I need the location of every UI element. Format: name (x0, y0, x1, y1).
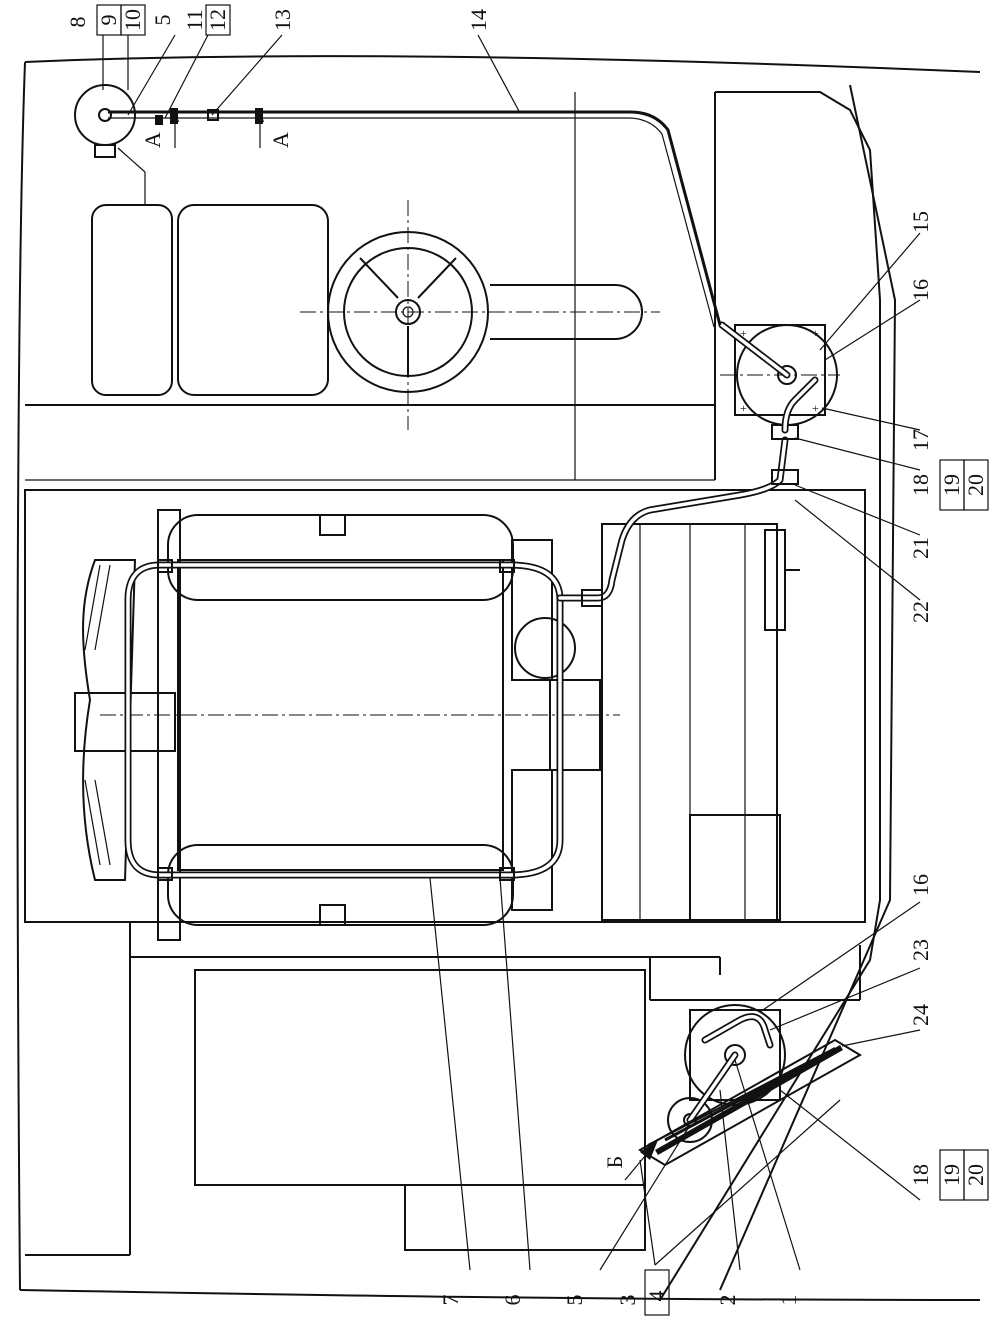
callout-6: 6 (500, 1295, 525, 1306)
callout-box-4 (644, 1269, 670, 1316)
callout-7: 7 (438, 1295, 463, 1306)
callout-9: 9 (96, 15, 121, 26)
svg-text:+: + (812, 326, 819, 340)
callout-8: 8 (65, 17, 90, 28)
pump-assembly-bottom (667, 814, 786, 1143)
callout-3: 3 (615, 1295, 640, 1306)
callout-18-top: 18 (908, 474, 933, 496)
callout-21: 21 (908, 537, 933, 559)
callout-5-bottom: 5 (562, 1295, 587, 1306)
callout-10: 10 (120, 9, 145, 31)
callout-5-top: 5 (150, 15, 175, 26)
callout-23: 23 (908, 939, 933, 961)
callout-11: 11 (182, 9, 207, 30)
callout-box-10 (120, 4, 146, 36)
callout-16-top: 16 (908, 279, 933, 301)
section-a-left: A (140, 132, 165, 148)
steering-wheel (300, 200, 660, 430)
callout-box-20-top (963, 459, 989, 511)
rear-compartments (194, 945, 861, 1251)
callout-19-bottom: 19 (939, 1164, 964, 1186)
sensor-top-left (74, 84, 263, 158)
svg-text:+: + (812, 401, 819, 415)
vehicle-outline (16, 55, 981, 1301)
section-arrows (171, 110, 658, 1181)
pipe-clamps (157, 424, 799, 881)
callout-17: 17 (908, 429, 933, 451)
callout-box-20-bottom (963, 1149, 989, 1201)
callout-2: 2 (715, 1295, 740, 1306)
callout-20-bottom: 20 (963, 1164, 988, 1186)
svg-text:+: + (740, 326, 747, 340)
callout-15: 15 (908, 211, 933, 233)
reservoir-bottom (638, 1038, 862, 1167)
callout-20-top: 20 (963, 474, 988, 496)
section-a-right: A (268, 132, 293, 148)
callout-13: 13 (270, 9, 295, 31)
section-b: Б (602, 1156, 627, 1169)
pump-assembly-top: + + + + (718, 321, 840, 434)
callout-16-bottom: 16 (908, 874, 933, 896)
callout-18-bottom: 18 (908, 1164, 933, 1186)
callout-14: 14 (466, 9, 491, 31)
pipe-line-14 (108, 110, 722, 328)
callout-22: 22 (908, 601, 933, 623)
callout-4: 4 (644, 1291, 669, 1302)
callout-24: 24 (908, 1004, 933, 1026)
driver-seat (91, 147, 329, 396)
leader-lines (102, 34, 921, 1271)
engine-compartment (24, 489, 866, 1256)
callout-1: 1 (776, 1295, 801, 1306)
callout-labels: 8 9 10 5 11 12 13 14 15 16 17 18 19 20 2… (65, 4, 989, 1316)
pipe-loop (124, 436, 789, 879)
callout-19-top: 19 (939, 474, 964, 496)
callout-12: 12 (205, 9, 230, 31)
svg-text:+: + (740, 401, 747, 415)
callout-box-12 (205, 4, 231, 36)
